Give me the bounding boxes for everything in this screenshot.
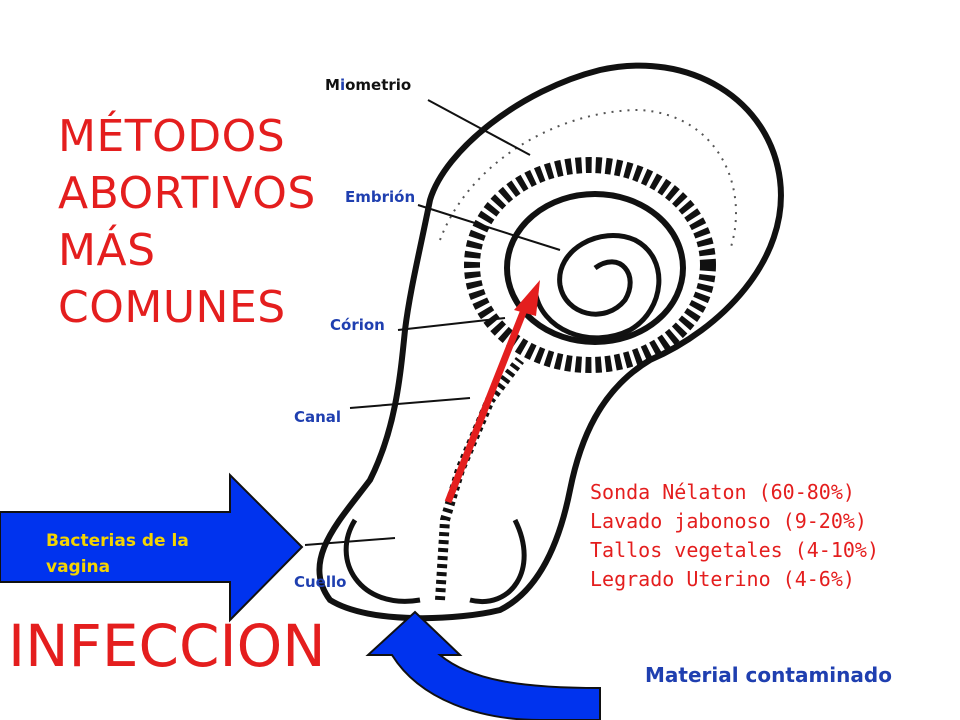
title-line-2: ABORTIVOS (58, 168, 316, 219)
embryo-spiral (532, 233, 662, 341)
title-line-1: MÉTODOS (58, 111, 286, 162)
bacteria-label: Bacterias de la vagina (46, 531, 189, 577)
title-line-4: COMUNES (58, 282, 286, 333)
bacteria-arrow (0, 472, 304, 623)
label-canal: Canal (294, 408, 342, 426)
pointer-canal (349, 397, 471, 409)
label-miometrio: Miometrio (325, 76, 412, 94)
instrument-arrow-shaft (444, 298, 532, 504)
cervical-canal (435, 357, 524, 601)
label-cuello: Cuello (294, 573, 347, 591)
method-item: Sonda Nélaton (60-80%) (590, 480, 855, 504)
label-corion: Córion (330, 316, 385, 334)
pointer-miometrio (427, 99, 531, 156)
instrument-arrow-head (514, 280, 540, 316)
material-label: Material contaminado (645, 663, 892, 687)
title-line-3: MÁS (58, 225, 156, 276)
methods-list: Sonda Nélaton (60-80%) Lavado jabonoso (… (590, 478, 879, 594)
infection-label: INFECCION (8, 612, 326, 680)
method-item: Tallos vegetales (4-10%) (590, 538, 879, 562)
material-arrow (365, 610, 601, 720)
pointer-embrion (417, 204, 561, 251)
slide-title: MÉTODOS ABORTIVOS MÁS COMUNES (58, 108, 316, 336)
pointer-corion (397, 317, 506, 331)
method-item: Legrado Uterino (4-6%) (590, 567, 855, 591)
cervix-lips (343, 518, 527, 604)
pointer-cuello (304, 537, 396, 546)
label-embrion: Embrión (345, 188, 416, 206)
method-item: Lavado jabonoso (9-20%) (590, 509, 867, 533)
